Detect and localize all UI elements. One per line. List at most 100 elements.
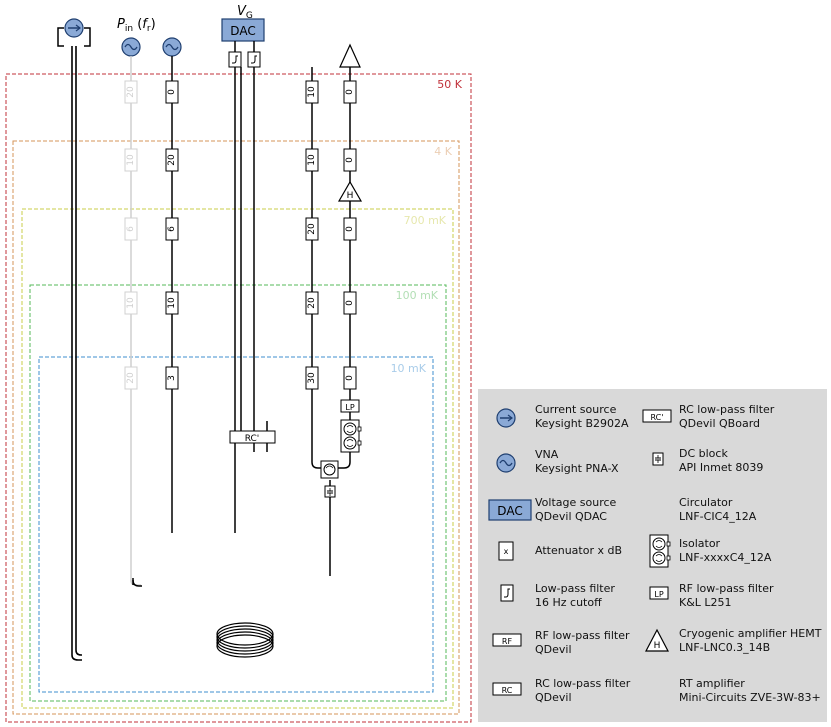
stage-50k-box bbox=[5, 73, 472, 723]
attenuator-stack: 20 10 6 10 20 0 20 6 10 3 10 10 20 20 30 0 0 0 0 0 bbox=[124, 80, 357, 390]
vna-source bbox=[162, 37, 182, 57]
attenuator-value: 20 bbox=[307, 223, 317, 235]
attenuator-value: 10 bbox=[307, 154, 317, 166]
dc-block-icon bbox=[652, 452, 664, 466]
current-bias-line-outer bbox=[71, 46, 82, 661]
hemt-icon bbox=[337, 180, 363, 202]
hemt-amplifier: H bbox=[337, 180, 363, 202]
rt-amplifier bbox=[339, 43, 361, 68]
rf-lp-label: LP bbox=[345, 403, 354, 412]
svg-text:x: x bbox=[504, 547, 509, 556]
attenuator-value: 0 bbox=[345, 375, 355, 381]
low-pass-filter-left bbox=[228, 51, 242, 68]
low-pass-filter-right bbox=[247, 51, 261, 68]
attenuator-faded-line-1: 10 bbox=[124, 148, 138, 172]
vna-power-label: Pin (fr) bbox=[117, 17, 156, 34]
isolator bbox=[340, 419, 362, 453]
svg-text:H: H bbox=[347, 191, 354, 201]
stage-10mk-box bbox=[38, 356, 434, 693]
attenuator-value: 20 bbox=[167, 154, 177, 166]
attenuator-vna-line-3: 10 bbox=[165, 291, 179, 315]
low-pass-filter-icon bbox=[228, 51, 242, 68]
attenuator-output-line-b-1: 0 bbox=[343, 148, 357, 172]
svg-text:RC: RC bbox=[502, 686, 513, 695]
svg-text:RF: RF bbox=[502, 637, 513, 646]
attenuator-vna-line-2: 6 bbox=[165, 217, 179, 241]
dac-box-label: DAC bbox=[230, 24, 255, 38]
legend-attenuator: Attenuator x dB bbox=[535, 544, 623, 557]
attenuator-value: 10 bbox=[126, 297, 136, 309]
attenuator-output-line-b-4: 0 bbox=[343, 366, 357, 390]
stage-700mk-box bbox=[21, 208, 454, 709]
current-source-icon bbox=[496, 408, 516, 428]
rt-amplifier-icon bbox=[339, 43, 361, 68]
attenuator-output-line-b-0: 0 bbox=[343, 80, 357, 104]
low-pass-filter-icon bbox=[500, 584, 514, 602]
attenuator-value: 0 bbox=[345, 226, 355, 232]
stage-700mk-label: 700 mK bbox=[404, 214, 447, 227]
attenuator-value: 0 bbox=[345, 157, 355, 163]
attenuator-value: 0 bbox=[167, 89, 177, 95]
dac-icon: DAC bbox=[488, 499, 532, 521]
svg-text:LP: LP bbox=[654, 590, 663, 599]
attenuator-value: 20 bbox=[126, 86, 136, 98]
attenuator-faded-line-4: 20 bbox=[124, 366, 138, 390]
stage-50k-label: 50 K bbox=[437, 78, 462, 91]
coax-coil bbox=[216, 622, 274, 658]
svg-text:DAC: DAC bbox=[497, 504, 522, 518]
attenuator-value: 0 bbox=[345, 89, 355, 95]
dac-voltage-label: VG bbox=[237, 4, 253, 21]
rc-prime-label: RC' bbox=[245, 434, 260, 444]
attenuator-faded-line-0: 20 bbox=[124, 80, 138, 104]
isolator-icon bbox=[649, 534, 671, 568]
attenuator-vna-line-1: 20 bbox=[165, 148, 179, 172]
attenuator-output-line-a-4: 30 bbox=[305, 366, 319, 390]
rc-prime-filter-icon: RC' bbox=[642, 409, 672, 423]
rf-lp-filter-icon: LP bbox=[649, 586, 669, 600]
attenuator-faded-line-3: 10 bbox=[124, 291, 138, 315]
dc-block bbox=[324, 485, 336, 498]
attenuator-vna-line-4: 3 bbox=[165, 366, 179, 390]
current-bias-line-inner bbox=[75, 46, 82, 656]
hemt-icon: H bbox=[645, 628, 669, 652]
attenuator-value: 0 bbox=[345, 300, 355, 306]
attenuator-output-line-a-3: 20 bbox=[305, 291, 319, 315]
vna-source-faded bbox=[121, 37, 141, 57]
stage-100mk-box bbox=[29, 284, 447, 702]
attenuator-value: 10 bbox=[167, 297, 177, 309]
attenuator-faded-line-2: 6 bbox=[124, 217, 138, 241]
faded-drive-line-tail bbox=[132, 579, 142, 587]
attenuator-value: 20 bbox=[126, 372, 136, 384]
attenuator-icon: x bbox=[498, 541, 514, 561]
attenuator-value: 3 bbox=[167, 375, 177, 381]
attenuator-vna-line-0: 0 bbox=[165, 80, 179, 104]
output-line-b-lower bbox=[338, 452, 351, 469]
rc-prime-filter bbox=[229, 430, 276, 444]
circulator bbox=[320, 460, 339, 479]
svg-text:H: H bbox=[654, 641, 661, 651]
attenuator-output-line-b-2: 0 bbox=[343, 217, 357, 241]
stage-100mk-label: 100 mK bbox=[396, 289, 439, 302]
attenuator-value: 10 bbox=[126, 154, 136, 166]
stage-4k-label: 4 K bbox=[434, 145, 452, 158]
low-pass-filter-icon bbox=[247, 51, 261, 68]
current-source bbox=[57, 18, 91, 47]
rc-filter-icon: RC bbox=[492, 682, 522, 696]
faded-drive-line bbox=[130, 56, 141, 586]
attenuator-output-line-a-1: 10 bbox=[305, 148, 319, 172]
attenuator-value: 10 bbox=[307, 86, 317, 98]
